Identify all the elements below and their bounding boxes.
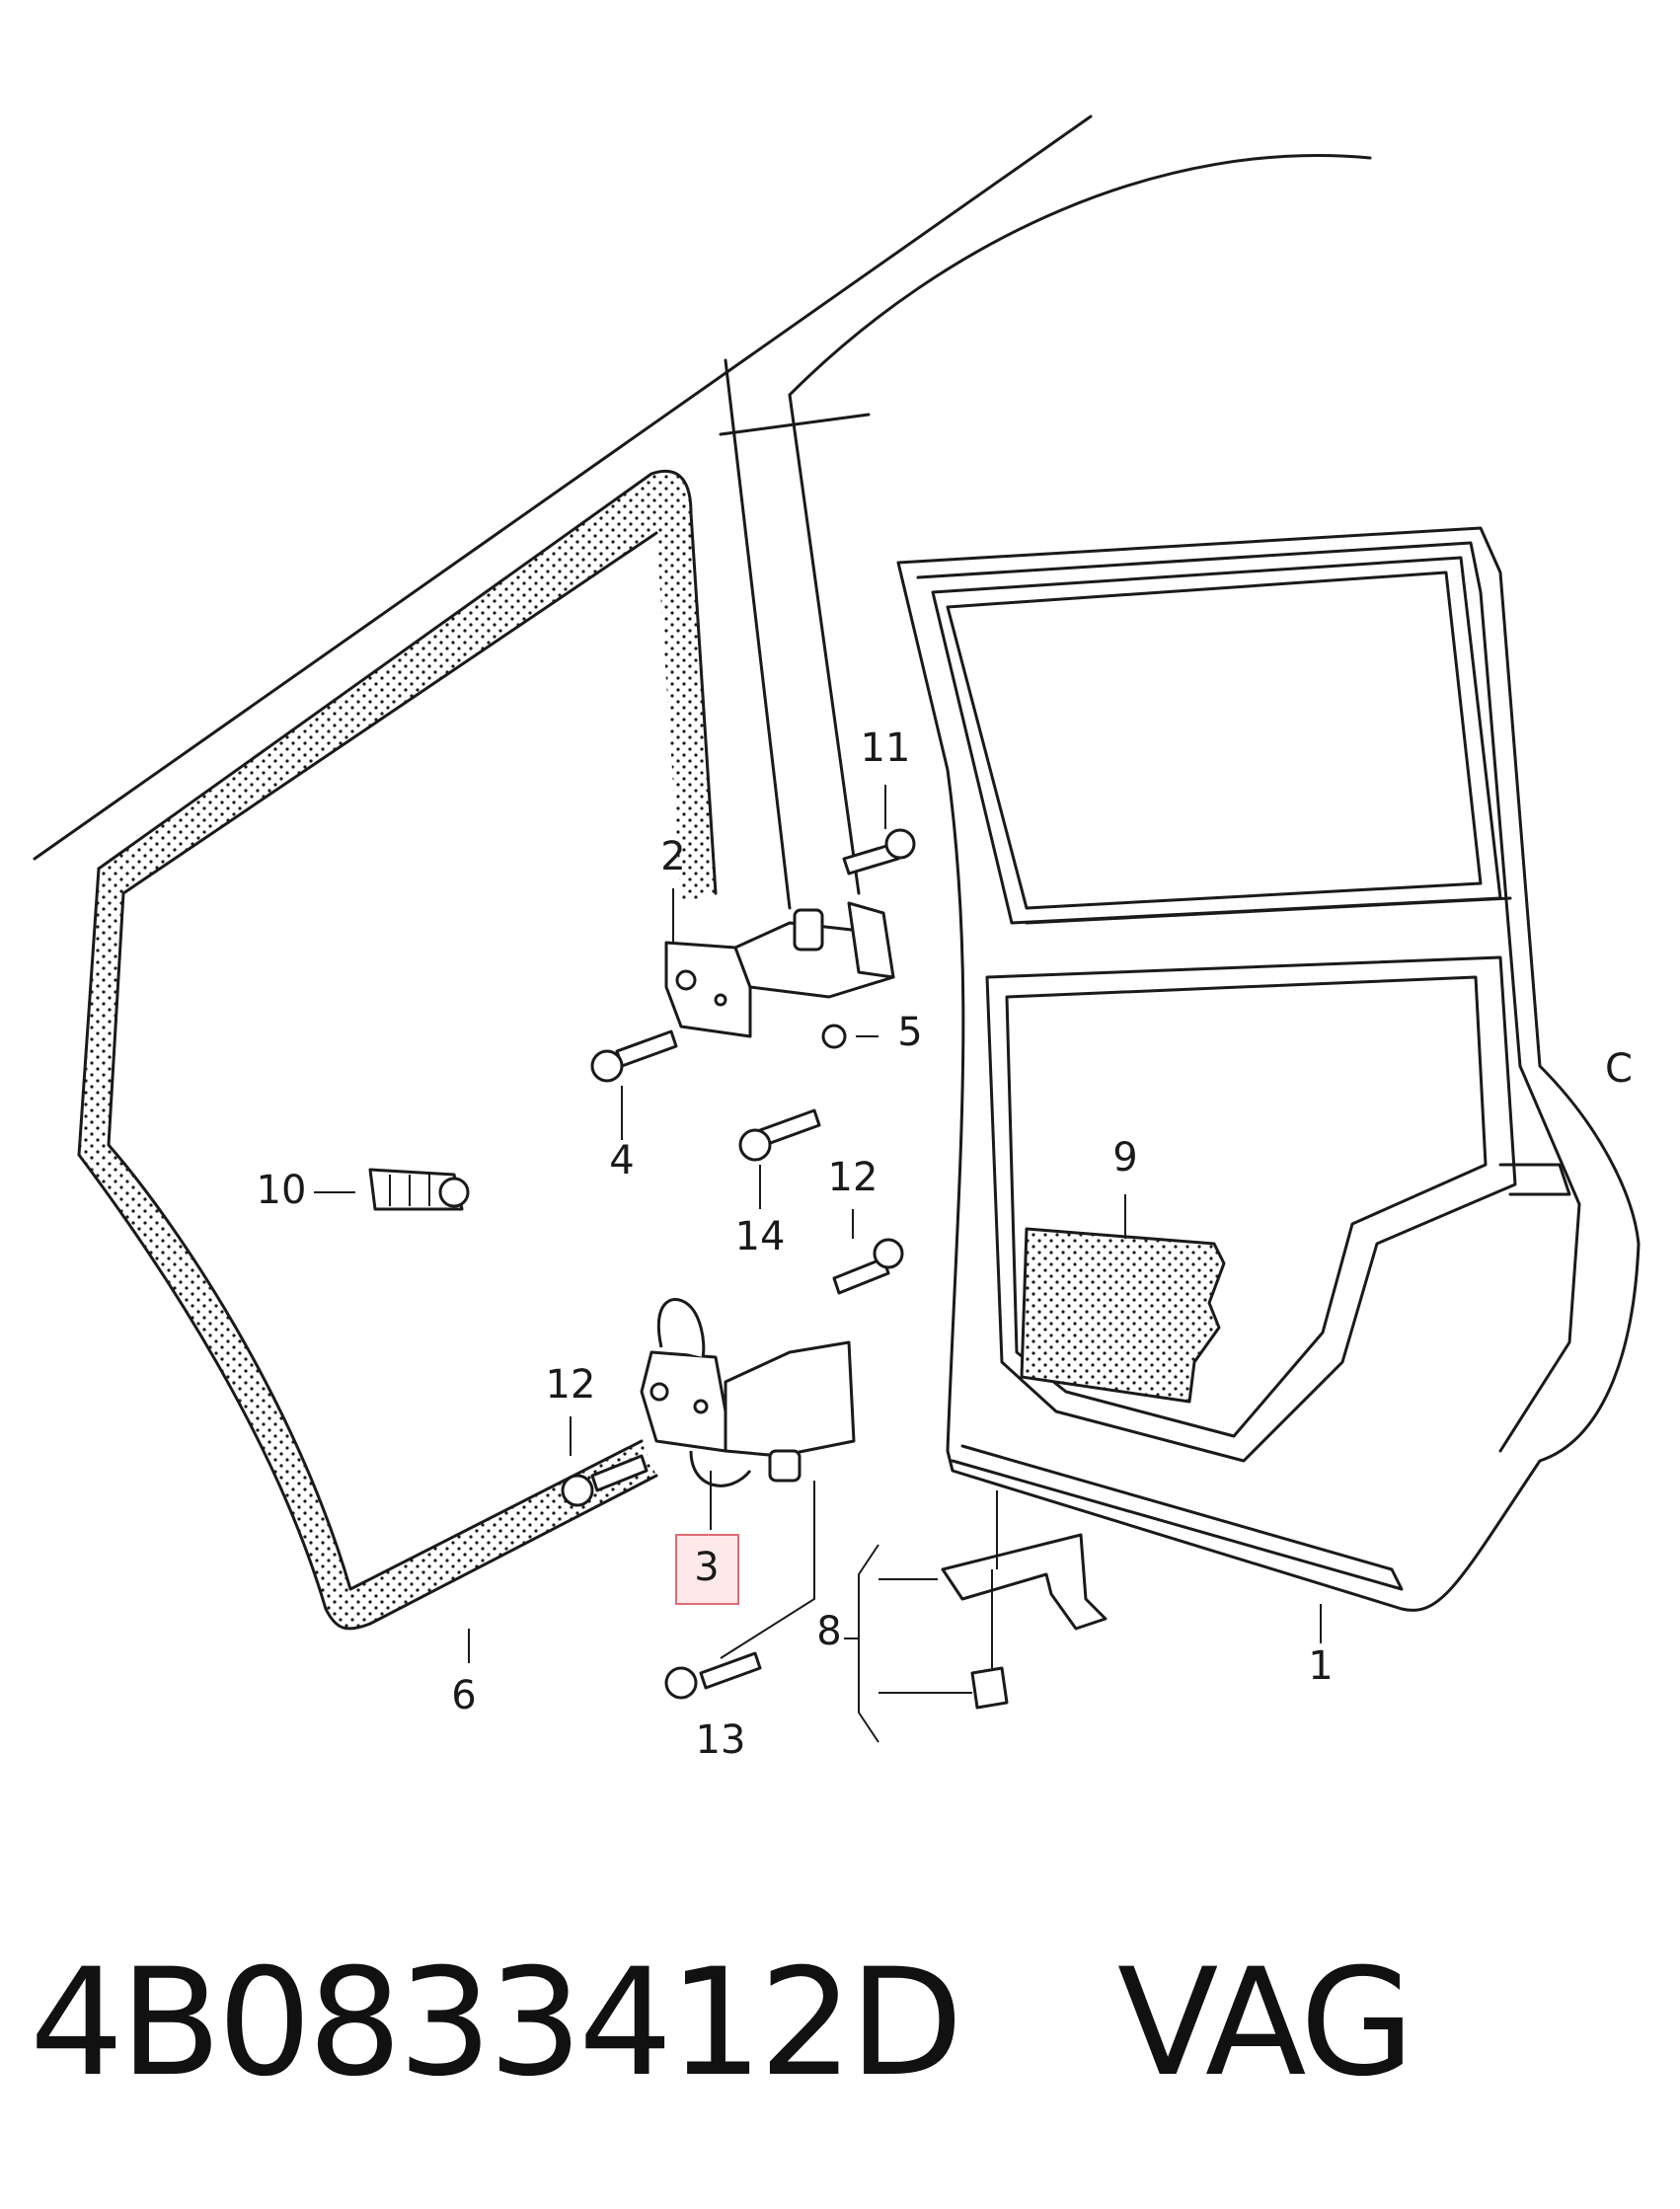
leader-lines	[314, 785, 1322, 1743]
exploded-parts-diagram: 1 2 3 4 5 6 8 9 10 11 12 12 13 14 C	[33, 114, 1641, 1763]
grommet	[368, 1168, 470, 1211]
bracket-8	[941, 1533, 1107, 1710]
label-2: 2	[660, 834, 685, 879]
label-8: 8	[816, 1609, 841, 1654]
highlight-box	[675, 1534, 739, 1605]
door-seal	[77, 469, 718, 1631]
upper-hinge	[664, 901, 895, 1038]
label-6: 6	[451, 1673, 476, 1718]
label-3: 3	[694, 1545, 719, 1590]
footer-part-number-row: 4B0833412D VAG	[30, 1925, 1648, 2122]
bolt-12-lower	[561, 1454, 649, 1507]
label-12-lower: 12	[546, 1362, 596, 1408]
lower-hinge	[640, 1298, 856, 1487]
part-number: 4B0833412D	[30, 1938, 963, 2109]
label-13: 13	[696, 1717, 746, 1763]
label-12-upper: 12	[828, 1155, 878, 1200]
label-5: 5	[897, 1010, 922, 1055]
label-14: 14	[735, 1214, 786, 1259]
bolt-14	[738, 1108, 821, 1162]
bolt-13	[664, 1651, 762, 1700]
bolt-4	[590, 1029, 678, 1083]
label-1: 1	[1308, 1643, 1333, 1689]
label-11: 11	[861, 725, 911, 771]
label-9: 9	[1112, 1135, 1137, 1181]
insulation-pad	[1020, 1227, 1226, 1404]
rear-door	[896, 526, 1641, 1612]
nut-5	[821, 1024, 847, 1049]
label-10: 10	[257, 1168, 307, 1213]
bolt-11	[842, 828, 916, 876]
label-c: C	[1605, 1046, 1633, 1092]
bolt-12-upper	[832, 1238, 904, 1295]
brand-name: VAG	[1116, 1938, 1414, 2109]
car-body-outline	[33, 114, 1372, 910]
label-4: 4	[609, 1138, 634, 1183]
